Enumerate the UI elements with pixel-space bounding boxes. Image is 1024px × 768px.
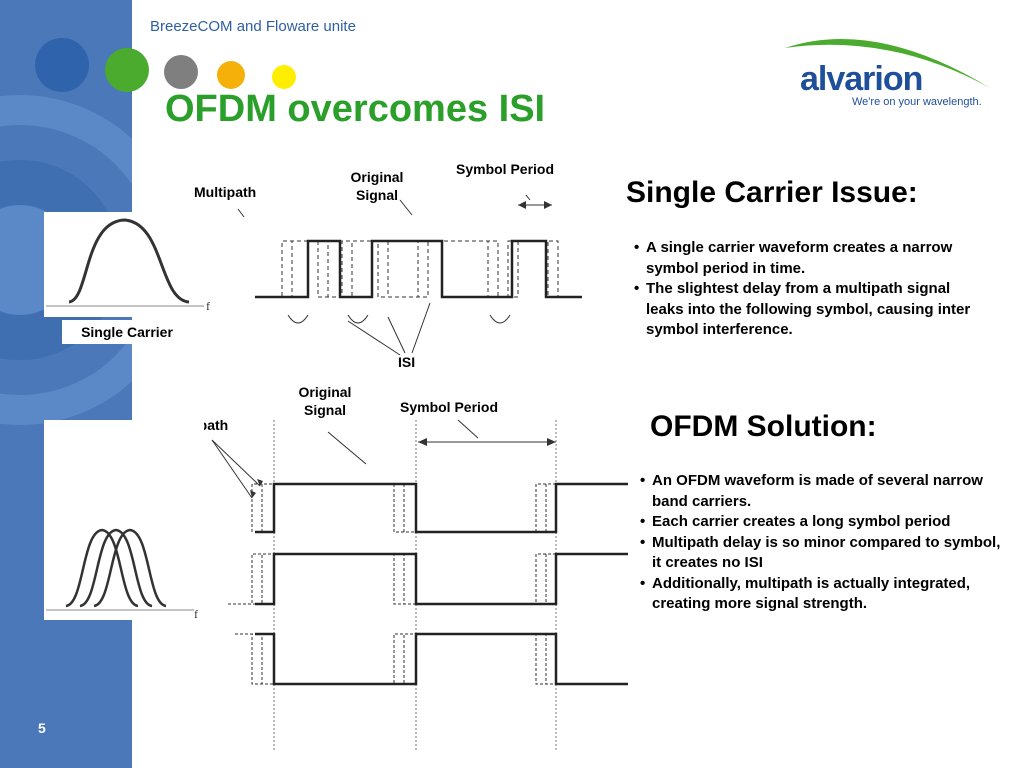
single-carrier-spectrum: f bbox=[46, 218, 210, 313]
single-carrier-label-box: Single Carrier bbox=[62, 320, 192, 344]
list-item: An OFDM waveform is made of several narr… bbox=[640, 471, 1005, 512]
top-symbol-period-label: Symbol Period bbox=[456, 161, 555, 177]
bottom-symbol-period-label: Symbol Period bbox=[400, 399, 499, 415]
decorative-circles bbox=[0, 95, 132, 425]
bottom-waveform-diagram bbox=[211, 420, 628, 750]
list-item: The slightest delay from a multipath sig… bbox=[634, 279, 979, 341]
single-carrier-issue-list: A single carrier waveform creates a narr… bbox=[634, 238, 979, 341]
alvarion-logo-icon bbox=[785, 39, 990, 88]
ofdm-solution-heading: OFDM Solution: bbox=[650, 410, 877, 443]
isi-label: ISI bbox=[398, 354, 416, 370]
dot-orange bbox=[217, 61, 245, 89]
logo-wordmark: alvarion bbox=[800, 60, 923, 98]
ofdm-spectrum-box: f bbox=[44, 420, 204, 621]
bottom-axis-label: f bbox=[194, 607, 198, 620]
top-original-signal-label: Original Signal bbox=[350, 169, 404, 203]
single-carrier-spectrum-box: f bbox=[44, 212, 212, 317]
dot-yellow bbox=[272, 65, 296, 89]
list-item: Each carrier creates a long symbol perio… bbox=[640, 512, 1005, 533]
slide-title: OFDM overcomes ISI bbox=[165, 88, 546, 130]
logo-tagline: We're on your wavelength. bbox=[852, 96, 982, 108]
list-item: Multipath delay is so minor compared to … bbox=[640, 533, 1005, 574]
single-carrier-label: Single Carrier bbox=[81, 324, 173, 340]
single-carrier-issue-heading: Single Carrier Issue: bbox=[626, 176, 918, 209]
list-item: A single carrier waveform creates a narr… bbox=[634, 238, 979, 279]
ofdm-solution-list: An OFDM waveform is made of several narr… bbox=[640, 471, 1005, 615]
dot-blue bbox=[35, 38, 89, 92]
brand-header: BreezeCOM and Floware unite bbox=[150, 18, 356, 35]
list-item: Additionally, multipath is actually inte… bbox=[640, 574, 1005, 615]
dot-gray bbox=[164, 55, 198, 89]
top-multipath-label-box: Multipath bbox=[188, 178, 278, 204]
dot-green bbox=[105, 48, 149, 92]
top-multipath-label: Multipath bbox=[194, 184, 257, 200]
sidebar-band bbox=[0, 0, 132, 768]
bottom-original-signal-label: Original Signal bbox=[298, 384, 352, 418]
ofdm-spectrum: f bbox=[46, 528, 198, 621]
top-axis-label: f bbox=[206, 299, 210, 313]
page-number: 5 bbox=[38, 720, 46, 736]
brand-dots bbox=[35, 38, 296, 92]
top-waveform-diagram bbox=[237, 195, 582, 356]
